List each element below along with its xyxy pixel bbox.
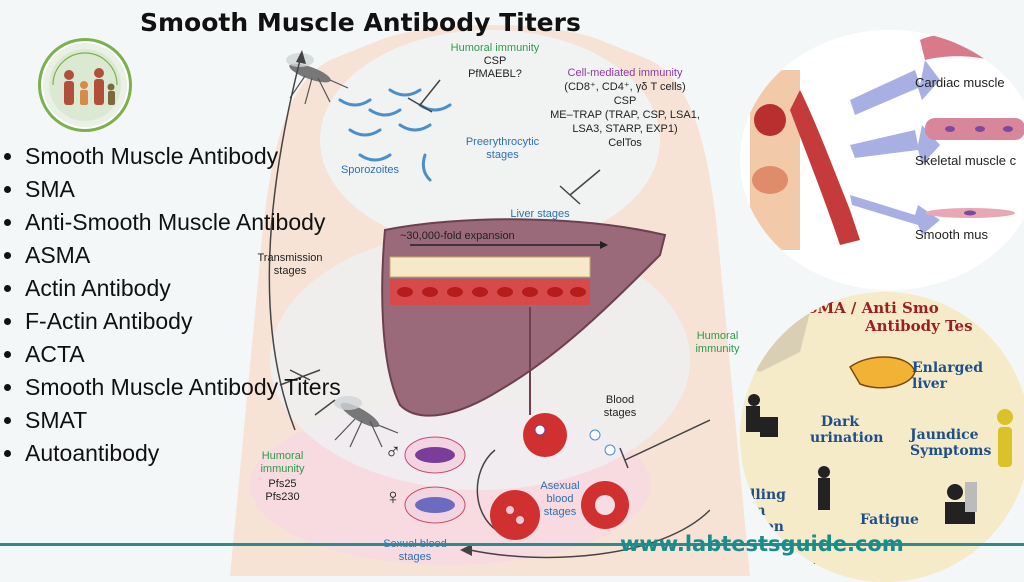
keyword-list: Smooth Muscle Antibody SMA Anti-Smooth M… xyxy=(0,140,341,470)
lifecycle-arrows xyxy=(268,50,710,559)
expansion-label: ~30,000-fold expansion xyxy=(400,230,515,242)
muscle-types-panel: Cardiac muscle Skeletal muscle c Smooth … xyxy=(740,30,1024,290)
fatigue-label: Fatigue xyxy=(860,512,919,528)
asma-symptoms-panel: ASMA / Anti Smo Antibody Tes Enlarged li… xyxy=(740,292,1024,582)
sexual-blood-stages-label: Sexual blood stages xyxy=(383,538,447,563)
preerythrocytic-label: Preerythrocytic stages xyxy=(465,136,540,161)
site-logo xyxy=(38,38,132,132)
asma-heading-line1: ASMA / Anti Smo xyxy=(795,299,939,317)
keyword-item: Autoantibody xyxy=(25,437,341,470)
keyword-item: ASMA xyxy=(25,239,341,272)
jaundice-label: Jaundice Symptoms xyxy=(910,427,992,459)
skeletal-muscle-label: Skeletal muscle c xyxy=(915,153,1017,168)
smooth-muscle-label: Smooth mus xyxy=(915,227,988,242)
blood-stages-label: Blood stages xyxy=(603,394,637,419)
pfmaebl-label: PfMAEBL? xyxy=(468,68,522,80)
sporozoites-illustration xyxy=(338,88,452,182)
family-logo-icon xyxy=(49,49,121,121)
cell-mediated-immunity-label: Cell-mediated immunity xyxy=(567,67,683,79)
blood-cells-illustration xyxy=(404,413,629,540)
humoral-immunity-right-label: Humoral immunity xyxy=(695,330,740,355)
keyword-item: Anti-Smooth Muscle Antibody xyxy=(25,206,341,239)
female-symbol-icon: ♀ xyxy=(384,484,402,509)
celtos-label: CelTos xyxy=(608,137,642,149)
divider-line xyxy=(0,543,1024,546)
csp-label: CSP xyxy=(483,55,507,67)
me-trap-label: ME–TRAP (TRAP, CSP, LSA1, xyxy=(550,109,700,121)
transmission-stages-label: Transmission stages xyxy=(257,252,323,277)
humoral-immunity-bottom-label: Humoral immunity xyxy=(260,450,305,475)
asexual-blood-stages-label: Asexual blood stages xyxy=(540,480,580,518)
keyword-item: Smooth Muscle Antibody Titers xyxy=(25,371,341,404)
pfs25-label: Pfs25 xyxy=(268,478,297,490)
keyword-item: Actin Antibody xyxy=(25,272,341,305)
keyword-item: SMAT xyxy=(25,404,341,437)
asma-heading-line2: Antibody Tes xyxy=(865,317,973,335)
page-title: Smooth Muscle Antibody Titers xyxy=(140,8,581,37)
mosquito-bottom-icon xyxy=(334,396,399,448)
keyword-item: Smooth Muscle Antibody xyxy=(25,140,341,173)
sporozoites-label: Sporozoites xyxy=(340,164,400,176)
enlarged-liver-label: Enlarged liver xyxy=(912,360,984,392)
cell-types-label: (CD8⁺, CD4⁺, γδ T cells) xyxy=(564,81,686,93)
dark-urination-label: Dark urination xyxy=(810,414,884,446)
lsa3-label: LSA3, STARP, EXP1) xyxy=(572,123,678,135)
humoral-immunity-top-label: Humoral immunity xyxy=(450,42,540,54)
pfs230-label: Pfs230 xyxy=(265,491,300,503)
liver-illustration xyxy=(381,218,667,417)
keyword-item: ACTA xyxy=(25,338,341,371)
website-url: www.labtestsguide.com xyxy=(620,532,904,556)
cell-csp-label: CSP xyxy=(613,95,637,107)
liver-stages-label: Liver stages xyxy=(510,208,570,220)
keyword-item: F-Actin Antibody xyxy=(25,305,341,338)
keyword-item: SMA xyxy=(25,173,341,206)
muscle-types-illustration xyxy=(740,30,1024,290)
mosquito-top-icon xyxy=(286,53,349,105)
symptoms-illustration xyxy=(740,292,1024,582)
com-label: COM xyxy=(785,561,816,574)
abdomen-swelling-label: lling in men xyxy=(750,487,786,535)
cardiac-muscle-label: Cardiac muscle xyxy=(915,75,1005,90)
male-symbol-icon: ♂ xyxy=(384,439,402,464)
